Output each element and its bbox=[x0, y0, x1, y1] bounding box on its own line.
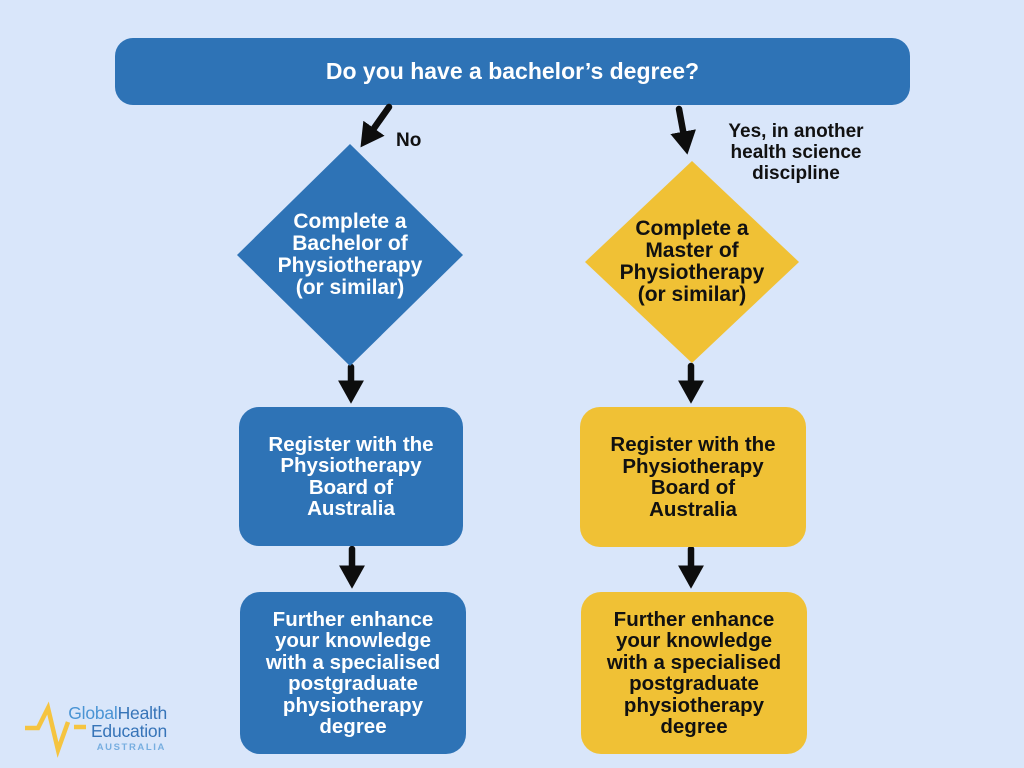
branch-label-no: No bbox=[396, 130, 422, 151]
node-complete-master: Complete a Master of Physiotherapy (or s… bbox=[585, 161, 799, 363]
globalhealth-education-logo: GlobalHealth Education AUSTRALIA bbox=[20, 692, 190, 764]
node-complete-master-text: Complete a Master of Physiotherapy (or s… bbox=[619, 217, 765, 306]
logo-education: Education bbox=[90, 721, 167, 741]
node-register-board-yes: Register with the Physiotherapy Board of… bbox=[580, 407, 806, 547]
node-enhance-knowledge-yes-text: Further enhance your knowledge with a sp… bbox=[606, 607, 782, 738]
branch-label-yes: Yes, in another health science disciplin… bbox=[728, 121, 864, 184]
node-register-board-no-text: Register with the Physiotherapy Board of… bbox=[268, 432, 434, 520]
node-register-board-no: Register with the Physiotherapy Board of… bbox=[239, 407, 463, 546]
logo-brand-line: GlobalHealth bbox=[57, 704, 167, 722]
node-enhance-knowledge-no: Further enhance your knowledge with a sp… bbox=[240, 592, 466, 754]
arrow-no-branch bbox=[360, 103, 393, 148]
heartbeat-icon bbox=[25, 701, 86, 758]
logo-brand-global: Global bbox=[68, 703, 118, 723]
node-enhance-knowledge-no-text: Further enhance your knowledge with a sp… bbox=[265, 607, 441, 738]
logo-country: AUSTRALIA bbox=[96, 742, 166, 753]
node-enhance-knowledge-yes: Further enhance your knowledge with a sp… bbox=[581, 592, 807, 754]
question-text: Do you have a bachelor’s degree? bbox=[325, 58, 700, 84]
question-box: Do you have a bachelor’s degree? bbox=[115, 38, 910, 105]
logo-brand-health: Health bbox=[117, 703, 168, 723]
node-complete-bachelor: Complete a Bachelor of Physiotherapy (or… bbox=[237, 144, 463, 366]
node-register-board-yes-text: Register with the Physiotherapy Board of… bbox=[610, 433, 776, 521]
arrow-yes-branch bbox=[670, 105, 696, 155]
logo-text: GlobalHealth Education AUSTRALIA bbox=[57, 704, 167, 753]
node-complete-bachelor-text: Complete a Bachelor of Physiotherapy (or… bbox=[277, 210, 423, 299]
